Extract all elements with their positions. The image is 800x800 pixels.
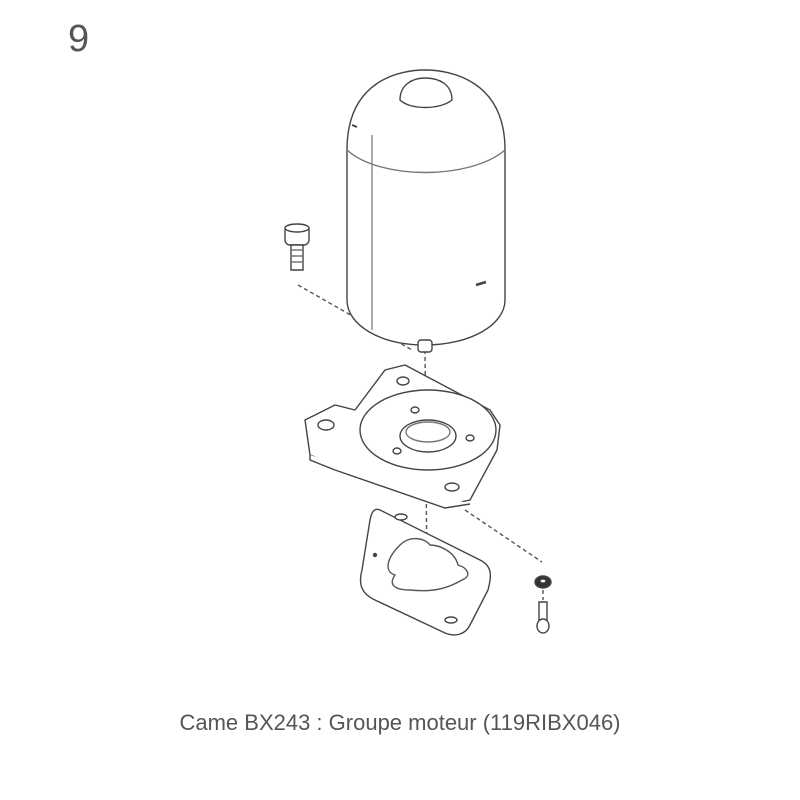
gasket-plate	[361, 509, 491, 635]
figure-caption: Came BX243 : Groupe moteur (119RIBX046)	[179, 710, 621, 735]
figure-number: 9	[68, 18, 90, 60]
mounting-flange	[305, 365, 500, 508]
screw-top	[285, 224, 309, 270]
washer	[535, 576, 551, 588]
motor-housing	[347, 70, 505, 352]
screw-bottom	[537, 602, 549, 633]
